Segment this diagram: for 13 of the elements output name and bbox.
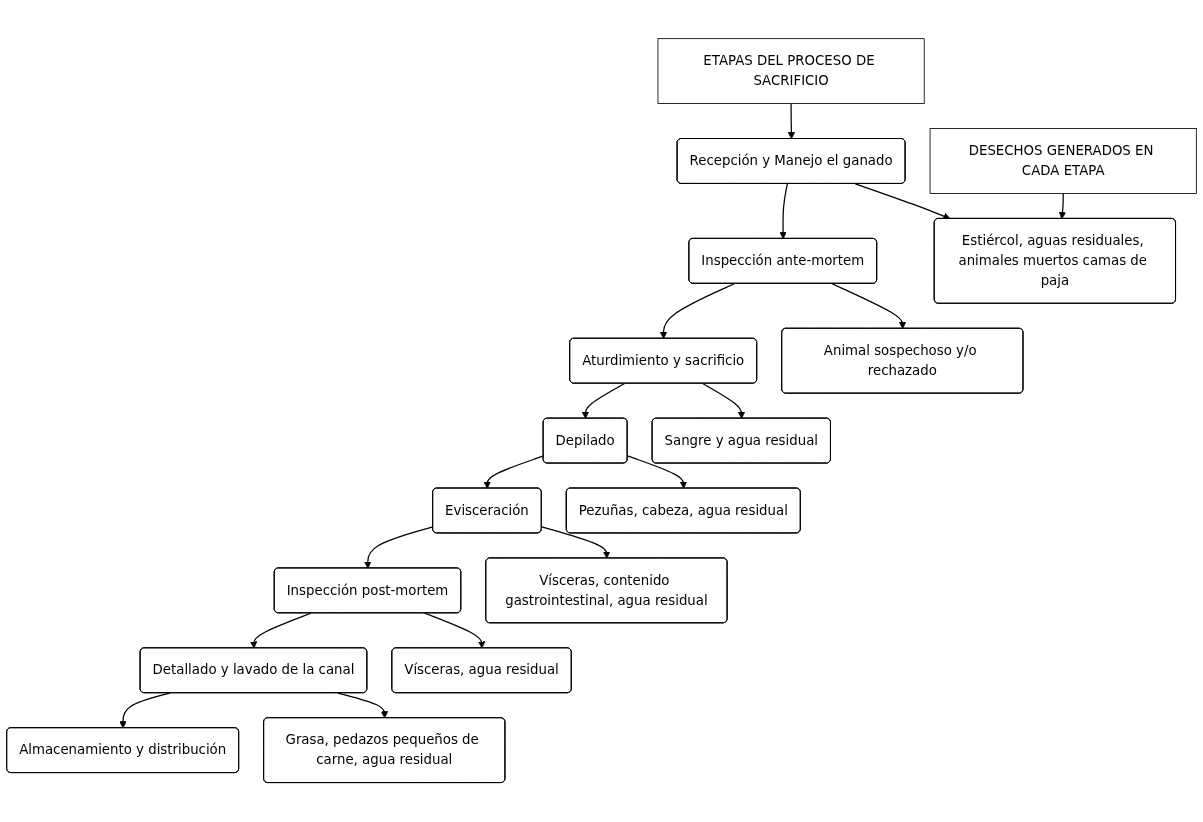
arrow bbox=[626, 455, 688, 490]
arrow bbox=[541, 526, 611, 560]
arrow bbox=[659, 283, 735, 340]
arrow bbox=[702, 383, 746, 420]
arrow bbox=[1058, 193, 1067, 220]
node-box: ETAPAS DEL PROCESO DE SACRIFICIO bbox=[657, 38, 925, 105]
arrow bbox=[581, 383, 626, 420]
arrow bbox=[779, 183, 788, 240]
node-box: DESECHOS GENERADOS EN CADA ETAPA bbox=[929, 128, 1197, 195]
arrow bbox=[364, 526, 434, 569]
arrow bbox=[787, 103, 796, 140]
arrow bbox=[483, 455, 545, 490]
arrow bbox=[831, 283, 907, 330]
